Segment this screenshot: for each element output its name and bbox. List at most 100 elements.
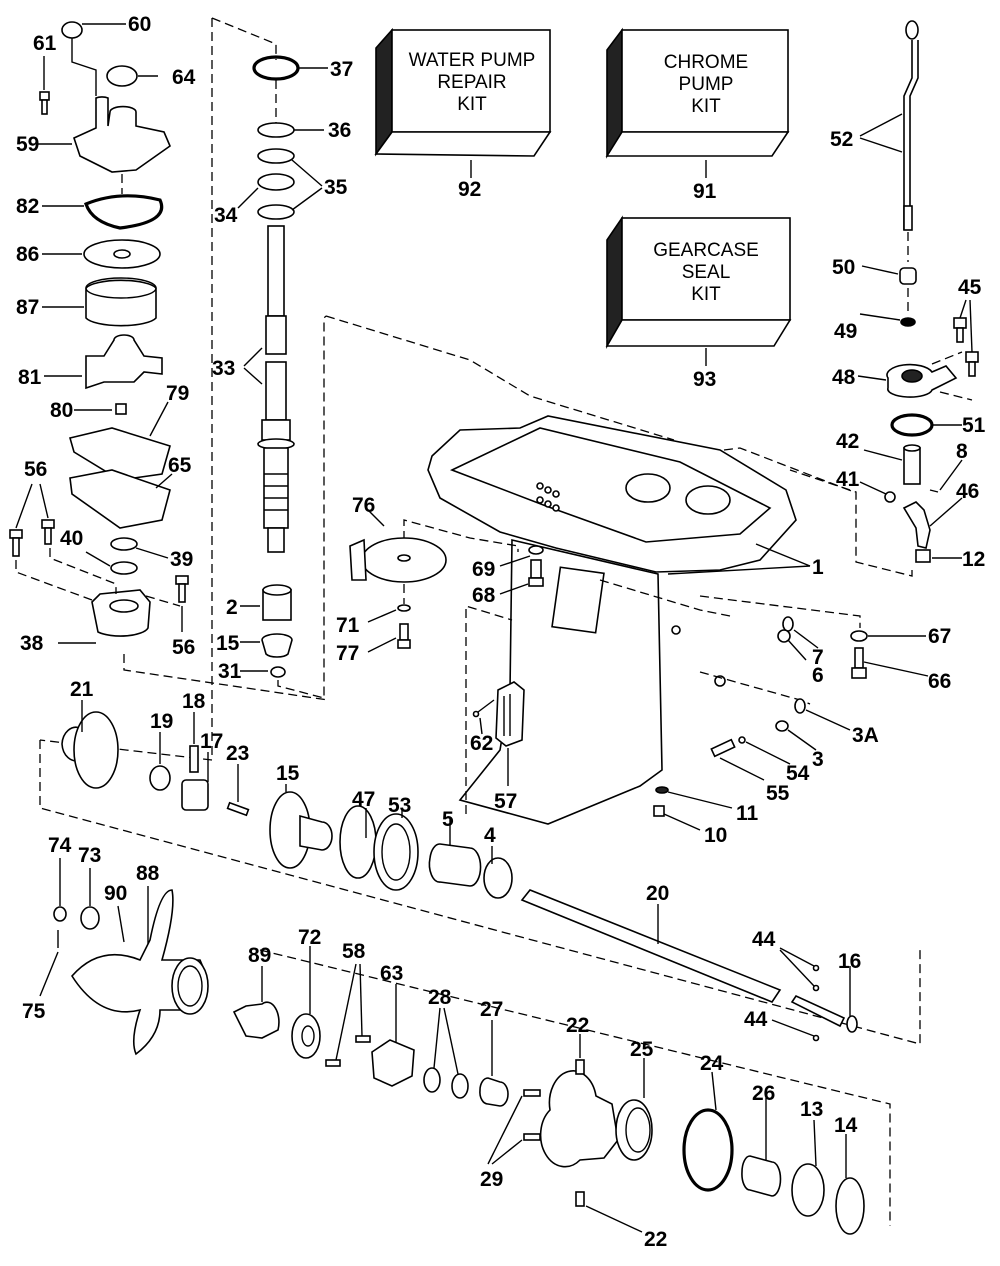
callout-16: 16 <box>838 950 861 973</box>
callout-77: 77 <box>336 642 359 665</box>
part-44-ball <box>812 984 820 992</box>
callout-23: 23 <box>226 742 249 765</box>
driveshaft-assembly: 37 36 35 34 33 2 15 <box>39 17 353 761</box>
callout-67: 67 <box>928 625 951 648</box>
part-28-seal <box>451 1073 469 1099</box>
part-25-bearing-housing <box>539 1070 619 1168</box>
part-64-seal <box>106 65 138 87</box>
callout-39: 39 <box>170 548 193 571</box>
part-35-thrust-washer <box>257 148 295 164</box>
part-40-seal <box>110 561 138 575</box>
callout-74: 74 <box>48 834 72 857</box>
part-29-screw <box>523 1089 541 1097</box>
callout-59: 59 <box>16 133 39 156</box>
part-63-exhaust-housing <box>371 1039 415 1087</box>
callout-3A: 3A <box>852 724 879 747</box>
part-19-retaining-ring <box>149 765 171 791</box>
callout-22: 22 <box>644 1228 667 1251</box>
callout-52: 52 <box>830 128 853 151</box>
kit-label-line: KIT <box>691 96 721 117</box>
part-4-bearing <box>483 857 513 899</box>
part-33-driveshaft-lower <box>265 361 287 421</box>
part-38-pump-base <box>91 589 151 637</box>
callout-82: 82 <box>16 195 39 218</box>
callout-11: 11 <box>736 802 759 825</box>
part-14-thrust-bearing <box>835 1177 865 1235</box>
callout-47: 47 <box>352 788 375 811</box>
callout-14: 14 <box>834 1114 858 1137</box>
callout-50: 50 <box>832 256 855 279</box>
gearcase-water-intake <box>551 566 605 634</box>
callout-18: 18 <box>182 690 206 713</box>
callout-33: 33 <box>212 357 235 380</box>
part-68-screw <box>530 559 542 579</box>
callout-91: 91 <box>693 180 717 203</box>
callout-62: 62 <box>470 732 493 755</box>
part-27-bushing <box>479 1077 509 1107</box>
part-61-screw <box>39 91 50 101</box>
callout-5: 5 <box>442 808 454 831</box>
callout-20: 20 <box>646 882 669 905</box>
part-11-o-ring <box>655 786 669 794</box>
callout-31: 31 <box>218 660 242 683</box>
part-41-pin <box>884 491 896 503</box>
water-pump-assembly: 60 61 64 59 82 86 87 81 <box>9 13 329 701</box>
forward-gear-assembly: 21 19 18 17 23 15 47 53 5 4 <box>39 678 921 1045</box>
part-50-grommet <box>899 267 917 285</box>
callout-15: 15 <box>216 632 240 655</box>
part-35-thrust-washer <box>257 204 295 220</box>
callout-79: 79 <box>166 382 189 405</box>
part-79-plate <box>69 427 171 481</box>
part-3A-seal <box>794 698 806 714</box>
callout-80: 80 <box>50 399 73 422</box>
part-20-propeller-shaft <box>520 889 782 1003</box>
kit-label-line: SEAL <box>682 262 731 283</box>
callout-58: 58 <box>342 940 366 963</box>
callout-44: 44 <box>752 928 776 951</box>
callout-51: 51 <box>962 414 986 437</box>
part-56-screw <box>41 519 55 529</box>
bearing-housing-assembly: 89 72 58 63 28 27 29 25 22 22 <box>232 926 891 1251</box>
part-39-seal <box>110 537 138 551</box>
kit-box-front <box>391 29 551 133</box>
kit-water-pump-repair: WATER PUMP REPAIR KIT 92 <box>374 27 552 201</box>
part-3-plug <box>775 720 789 732</box>
part-5-needle-bearing <box>428 843 482 887</box>
callout-73: 73 <box>78 844 101 867</box>
part-48-shift-housing <box>886 363 958 398</box>
part-77-screw <box>399 623 409 641</box>
callout-90: 90 <box>104 882 127 905</box>
callout-28: 28 <box>428 986 452 1009</box>
part-34-thrust-bearing <box>257 173 295 191</box>
part-6-plug <box>777 629 791 643</box>
callout-4: 4 <box>484 824 496 847</box>
callout-56: 56 <box>172 636 195 659</box>
part-87-liner <box>85 279 157 327</box>
part-26-needle-bearing <box>741 1155 782 1197</box>
callout-89: 89 <box>248 944 271 967</box>
part-54-washer <box>738 736 746 744</box>
part-17-clutch-dog <box>181 779 209 811</box>
callout-38: 38 <box>20 632 44 655</box>
kit-label-line: CHROME <box>664 52 748 73</box>
callout-24: 24 <box>700 1052 724 1075</box>
callout-34: 34 <box>214 204 238 227</box>
part-36-shim <box>257 122 295 138</box>
shift-rod-assembly: 52 50 49 45 48 51 42 8 41 <box>789 20 986 577</box>
part-51-o-ring <box>890 413 934 437</box>
callout-87: 87 <box>16 296 39 319</box>
kit-label-line: GEARCASE <box>653 240 759 261</box>
part-55-screw <box>710 738 736 758</box>
part-80-key <box>115 403 127 415</box>
callout-17: 17 <box>200 730 223 753</box>
part-62-screw <box>472 710 480 718</box>
part-71-washer <box>397 604 411 612</box>
part-53-thrust-washer <box>373 813 419 891</box>
kit-box-bottom <box>374 131 552 157</box>
kit-label-line: REPAIR <box>437 72 506 93</box>
callout-76: 76 <box>352 494 375 517</box>
part-42-connector <box>903 447 921 485</box>
callout-8: 8 <box>956 440 968 463</box>
callout-81: 81 <box>18 366 42 389</box>
callout-41: 41 <box>836 468 860 491</box>
